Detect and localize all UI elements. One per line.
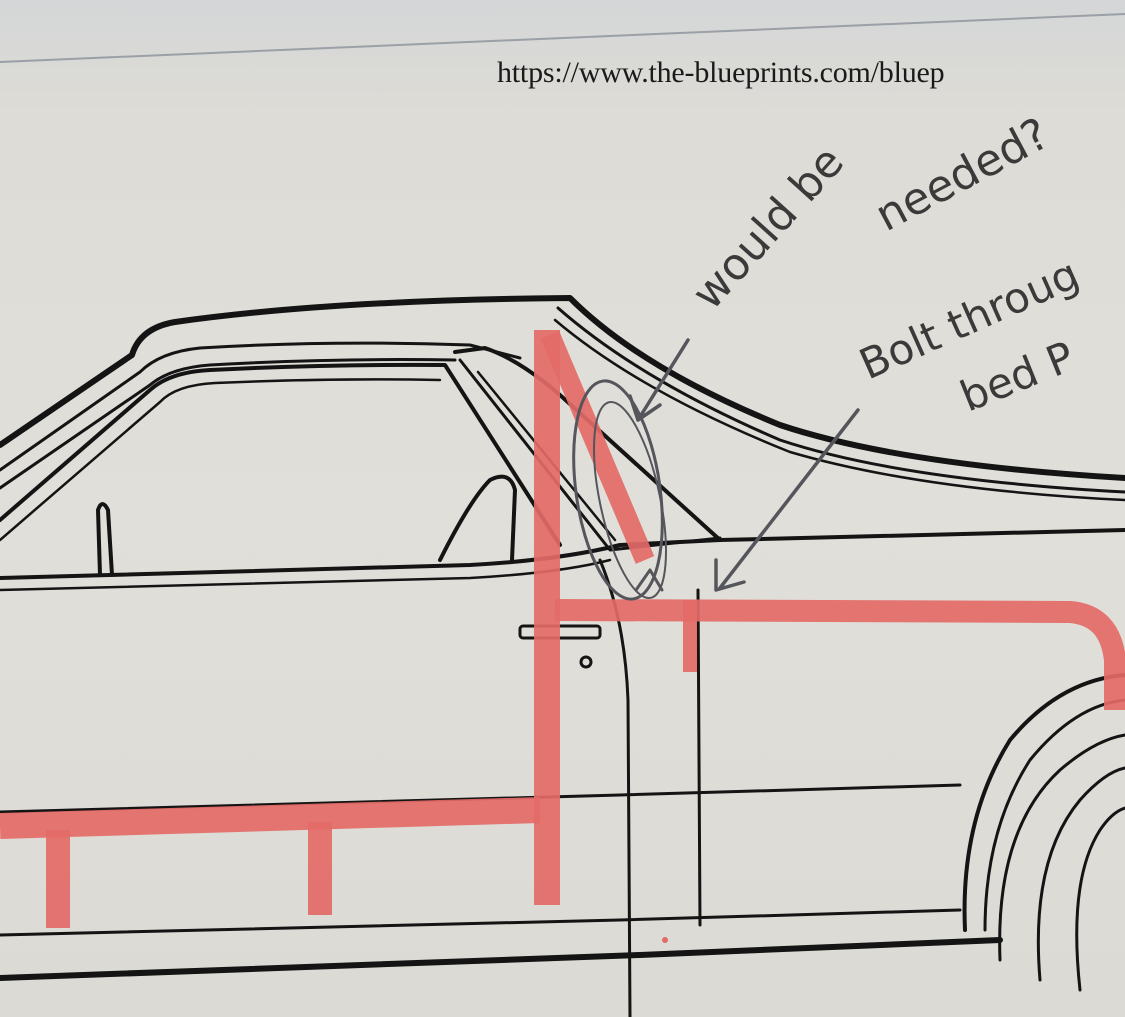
wheel-rim	[1075, 806, 1125, 992]
sail-panel-line-1	[556, 306, 1125, 494]
pencil-circle-inner	[593, 400, 667, 600]
roof-inner-line-2	[0, 358, 457, 490]
arrow-1-shaft	[636, 338, 690, 422]
belt-line	[0, 528, 1125, 580]
note-would-be: would be	[682, 137, 854, 320]
roof-inner-line-1	[0, 341, 522, 472]
body-crease-line	[0, 783, 962, 814]
red-frame-horizontal-rail	[554, 599, 1125, 710]
seat-headrest	[438, 474, 517, 562]
red-frame-diagonal	[540, 331, 655, 564]
arrow-2-shaft	[718, 408, 860, 590]
pencil-circle-outer	[572, 379, 664, 601]
red-dot	[662, 937, 668, 943]
tire-outline	[998, 733, 1125, 962]
wheel-arch-inner	[983, 698, 1125, 932]
bed-front-line	[696, 588, 702, 927]
page-url-header: https://www.the-blueprints.com/bluep	[497, 56, 945, 89]
side-window-outline	[0, 362, 562, 547]
note-bed: bed P	[953, 332, 1081, 422]
door-lock	[579, 655, 593, 669]
tire-sidewall	[1036, 766, 1125, 982]
wheel-arch-outer	[962, 673, 1125, 932]
arrow-1-head	[628, 394, 662, 422]
roof-outline	[0, 295, 1125, 481]
b-pillar-post	[96, 502, 114, 577]
sail-panel-line-2	[553, 318, 1125, 502]
arrow-2-head	[714, 558, 746, 592]
red-frame-lower-rail	[0, 797, 541, 839]
header-rule	[0, 13, 1125, 63]
rocker-top-line	[0, 908, 962, 937]
side-window-inner	[0, 378, 442, 542]
pencil-caret	[634, 568, 664, 592]
door-edge-line	[598, 558, 632, 1017]
note-needed: needed?	[867, 108, 1057, 241]
rocker-bottom-line	[0, 937, 1003, 981]
